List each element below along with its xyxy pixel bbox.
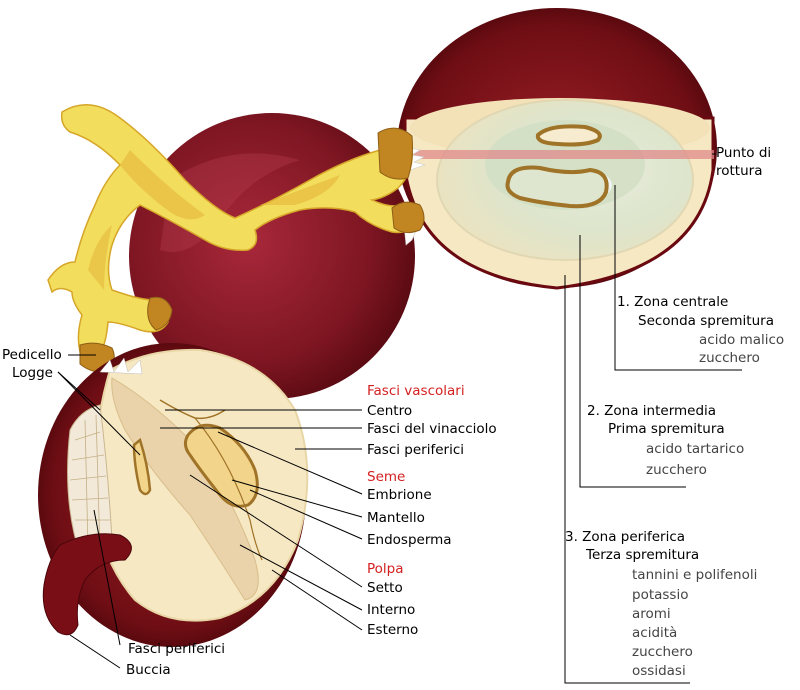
stem-shadow-3	[88, 225, 112, 290]
label-fasci-periferici-left: Fasci periferici	[128, 641, 225, 657]
leader-interno	[239, 544, 363, 611]
left-torn-edge	[99, 357, 143, 375]
header-polpa: Polpa	[367, 561, 404, 577]
label-interno: Interno	[367, 602, 415, 618]
break-line	[408, 150, 714, 159]
label-setto: Setto	[367, 580, 403, 596]
left-labels: Pedicello Logge Fasci periferici Buccia	[2, 347, 225, 678]
label-fasci-periferici: Fasci periferici	[367, 442, 464, 458]
zone-2-component-1: acido tartarico	[646, 441, 744, 457]
stem	[47, 104, 425, 373]
leader-esterno	[271, 569, 363, 631]
leader-mantello	[231, 479, 363, 518]
middle-labels: Fasci vascolari Centro Fasci del vinacci…	[367, 383, 497, 638]
label-endosperma: Endosperma	[367, 532, 452, 548]
zone-3-component-6: ossidasi	[632, 663, 686, 679]
leader-embrione	[217, 431, 363, 495]
zone-2-pressing: Prima spremitura	[608, 421, 725, 437]
zone-1-pressing: Seconda spremitura	[638, 313, 774, 329]
header-fasci-vascolari: Fasci vascolari	[367, 383, 465, 399]
zone-3-component-4: acidità	[632, 625, 677, 641]
break-point-label: Punto di rottura	[712, 145, 771, 179]
label-centro: Centro	[367, 403, 412, 419]
leader-zona-centrale	[614, 185, 742, 371]
branch-cap	[147, 296, 173, 331]
skin-flap	[42, 533, 132, 636]
label-fasci-vinacciolo: Fasci del vinacciolo	[367, 421, 497, 437]
zone-3-component-1: tannini e polifenoli	[632, 567, 757, 583]
zone-1-title: 1. Zona centrale	[617, 294, 728, 310]
vascular-bundle-seed	[194, 417, 263, 561]
label-buccia: Buccia	[126, 662, 171, 678]
zone-3-block: 3. Zona periferica Terza spremitura tann…	[565, 529, 757, 679]
leader-fasci-periferici-left	[93, 509, 121, 646]
leader-zona-intermedia	[579, 235, 686, 488]
zone-3-title: 3. Zona periferica	[565, 529, 685, 545]
leader-logge-2	[57, 371, 141, 456]
zone-3-component-2: potassio	[632, 587, 688, 603]
label-pedicello: Pedicello	[2, 347, 62, 363]
zone-1-block: 1. Zona centrale Seconda spremitura acid…	[617, 294, 784, 366]
label-embrione: Embrione	[367, 487, 432, 503]
leader-lines	[57, 185, 742, 684]
right-lower-cap	[391, 201, 425, 234]
zone-2-component-2: zucchero	[646, 462, 707, 478]
header-seme: Seme	[367, 469, 405, 485]
right-section-grape	[397, 8, 717, 290]
right-torn-edge-top	[409, 147, 427, 171]
leader-setto	[189, 474, 363, 588]
zone-2-block: 2. Zona intermedia Prima spremitura acid…	[587, 403, 744, 478]
stem-shadow-1	[120, 150, 205, 220]
label-esterno: Esterno	[367, 622, 418, 638]
leader-logge-1	[57, 371, 101, 411]
right-seed-main	[505, 165, 609, 209]
zone-2-title: 2. Zona intermedia	[587, 403, 716, 419]
label-rottura: rottura	[716, 163, 762, 179]
stem-shadow-2	[260, 175, 340, 205]
left-section-grape	[38, 343, 309, 647]
leader-zona-periferica	[564, 275, 690, 684]
zone-1-component-2: zucchero	[699, 350, 760, 366]
zone-3-component-5: zucchero	[632, 644, 693, 660]
zone-3-pressing: Terza spremitura	[585, 547, 699, 563]
label-logge: Logge	[12, 365, 53, 381]
right-stem-cap	[377, 127, 413, 180]
label-mantello: Mantello	[367, 510, 425, 526]
zone-3-component-3: aromi	[632, 606, 671, 622]
zone-1-component-1: acido malico	[699, 332, 784, 348]
leader-endosperma	[249, 489, 363, 540]
right-seed-top	[535, 124, 602, 147]
leader-buccia	[69, 634, 121, 669]
label-punto-di: Punto di	[716, 145, 771, 161]
